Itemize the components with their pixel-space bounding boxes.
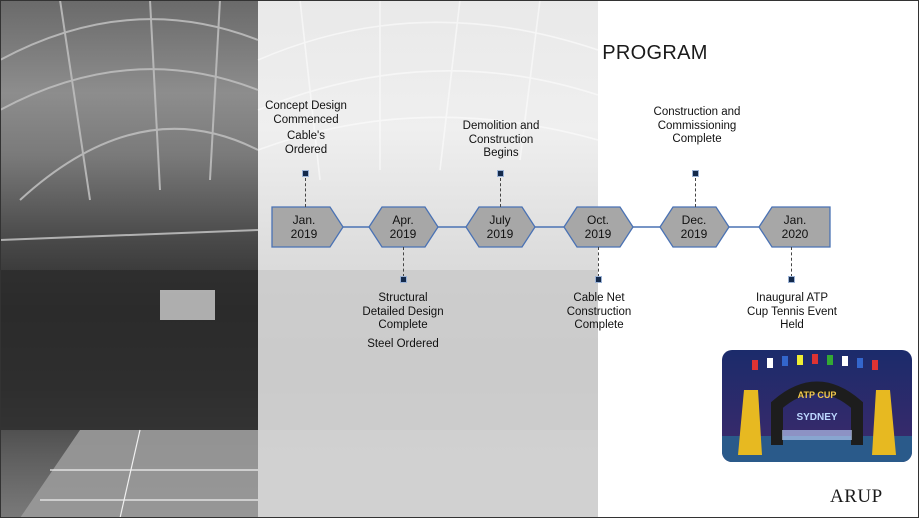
event-label-demolition: Demolition and Construction Begins — [462, 120, 540, 159]
event-label-commissioning: Construction and Commissioning Complete — [653, 106, 741, 145]
milestone-year: 2019 — [486, 227, 514, 241]
connector-line — [695, 178, 696, 207]
milestone-4: Oct. 2019 — [576, 213, 620, 241]
connector-line — [598, 247, 599, 277]
milestone-year: 2020 — [781, 227, 809, 241]
atp-cup-venue-illustration: ATP CUP SYDNEY — [722, 350, 912, 462]
milestone-year: 2019 — [680, 227, 708, 241]
event-label-concept-design: Concept Design Commenced Cable's Ordered — [254, 100, 358, 157]
milestone-year: 2019 — [389, 227, 417, 241]
milestone-1: Jan. 2019 — [282, 213, 326, 241]
page-title: PROGRAM — [602, 42, 708, 64]
event-marker — [400, 276, 407, 283]
event-marker — [692, 170, 699, 177]
event-label-line: Commenced — [273, 113, 339, 126]
event-marker — [595, 276, 602, 283]
event-marker — [302, 170, 309, 177]
milestone-month: Jan. — [292, 213, 316, 227]
event-label-line: Concept Design — [265, 100, 347, 112]
event-label-extra: Cable's Ordered — [284, 130, 328, 156]
event-label-line: Structural Detailed Design Complete — [362, 292, 444, 331]
event-label-atp-cup: Inaugural ATP Cup Tennis Event Held — [747, 292, 837, 331]
connector-line — [500, 178, 501, 207]
atp-cup-event-photo: ATP CUP SYDNEY — [722, 350, 912, 462]
milestone-year: 2019 — [290, 227, 318, 241]
event-label-extra: Steel Ordered — [367, 337, 439, 350]
milestone-shape-3 — [465, 206, 536, 248]
event-marker — [788, 276, 795, 283]
event-banner-text: ATP CUP — [798, 390, 837, 400]
milestone-shape-4 — [563, 206, 634, 248]
milestone-shape-6 — [758, 206, 831, 248]
milestone-month: Jan. — [783, 213, 807, 227]
milestone-month: Dec. — [681, 213, 707, 227]
event-label-structural-design: Structural Detailed Design Complete Stee… — [356, 292, 450, 351]
milestone-5: Dec. 2019 — [672, 213, 716, 241]
milestone-shape-5 — [659, 206, 730, 248]
event-label-cable-net: Cable Net Construction Complete — [566, 292, 632, 331]
milestone-month: Oct. — [586, 213, 609, 227]
milestone-month: July — [489, 213, 511, 227]
connector-line — [403, 247, 404, 277]
event-marker — [497, 170, 504, 177]
connector-line — [305, 178, 306, 207]
milestone-6: Jan. 2020 — [773, 213, 817, 241]
milestone-year: 2019 — [584, 227, 612, 241]
stadium-roof-structure — [0, 0, 598, 518]
milestone-shape-2 — [368, 206, 439, 248]
event-sign-text: SYDNEY — [796, 412, 837, 423]
milestone-month: Apr. — [392, 213, 414, 227]
milestone-shape-1 — [271, 206, 344, 248]
connector-line — [791, 247, 792, 277]
milestone-3: July 2019 — [478, 213, 522, 241]
milestone-2: Apr. 2019 — [381, 213, 425, 241]
arup-logo: ARUP — [830, 486, 883, 507]
